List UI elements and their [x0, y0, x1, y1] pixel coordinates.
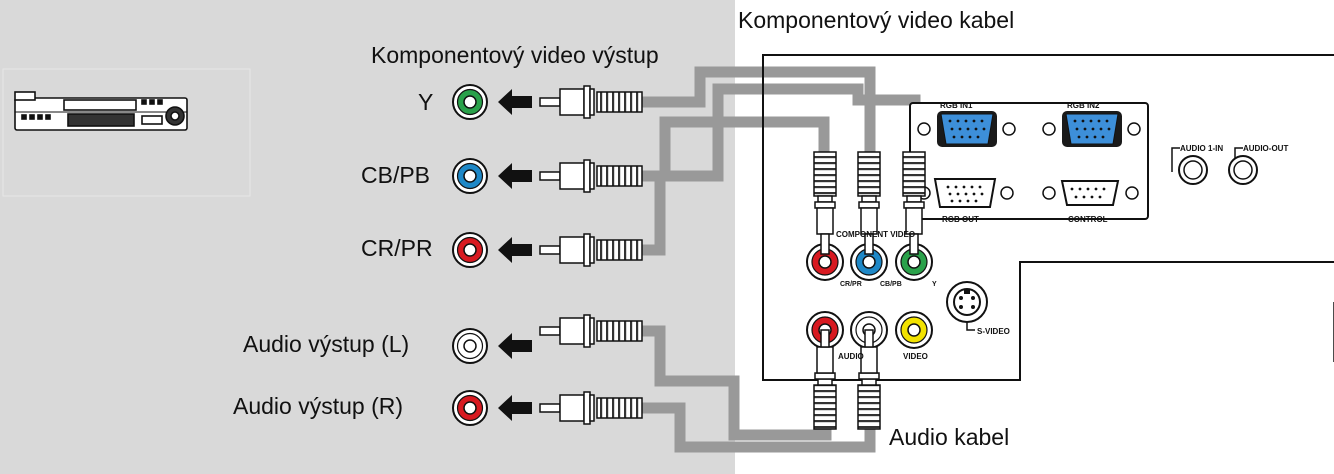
cr-pr-label: CR/PR [840, 281, 862, 288]
audio-cable-l [640, 325, 832, 441]
audio-label: AUDIO [838, 352, 864, 361]
control-port [1042, 180, 1139, 206]
rgb-out-label: RGB OUT [942, 215, 979, 224]
audio-cable-label: Audio kabel [889, 424, 1009, 450]
jack-cr [452, 232, 488, 268]
dvd-player-icon [14, 91, 188, 131]
jack-audio-r [452, 390, 488, 426]
arrow-icon [498, 89, 532, 421]
jack-y [452, 84, 488, 120]
cb-pb-label: CB/PB [880, 281, 902, 288]
jack-label-audio-l: Audio výstup (L) [243, 331, 409, 357]
projector-back-panel [762, 54, 1334, 381]
audio-in-out-jacks [1171, 147, 1258, 185]
component-output-label: Komponentový video výstup [371, 42, 659, 68]
rca-plug [539, 85, 643, 425]
component-cable-label: Komponentový video kabel [738, 7, 1014, 33]
y-label: Y [932, 281, 937, 288]
audio-cable-r [640, 400, 876, 453]
component-video-label: COMPONENT VIDEO [836, 230, 915, 239]
s-video-label: S-VIDEO [977, 327, 1010, 336]
jack-label-audio-r: Audio výstup (R) [233, 393, 403, 419]
audio-in-label: AUDIO 1-IN [1180, 144, 1223, 153]
s-video-port [946, 281, 988, 331]
jack-label-y: Y [418, 89, 433, 115]
projector-plugs [813, 151, 926, 430]
jack-label-cr: CR/PR [361, 235, 433, 261]
control-label: CONTROL [1068, 215, 1108, 224]
jack-cb [452, 158, 488, 194]
video-label: VIDEO [903, 352, 928, 361]
rgb-in2-label: RGB IN2 [1067, 101, 1100, 110]
panel-labels: RGB IN1 RGB IN2 RGB OUT CONTROL AUDIO 1-… [836, 101, 1288, 361]
audio-out-label: AUDIO-OUT [1243, 144, 1288, 153]
projector-component-jacks [806, 243, 933, 281]
device-frame [2, 68, 251, 197]
jack-audio-l [452, 328, 488, 364]
jack-label-cb: CB/PB [361, 162, 430, 188]
component-cable-cr [640, 83, 921, 256]
rgb-in1-label: RGB IN1 [940, 101, 973, 110]
source-device-panel [0, 0, 735, 474]
